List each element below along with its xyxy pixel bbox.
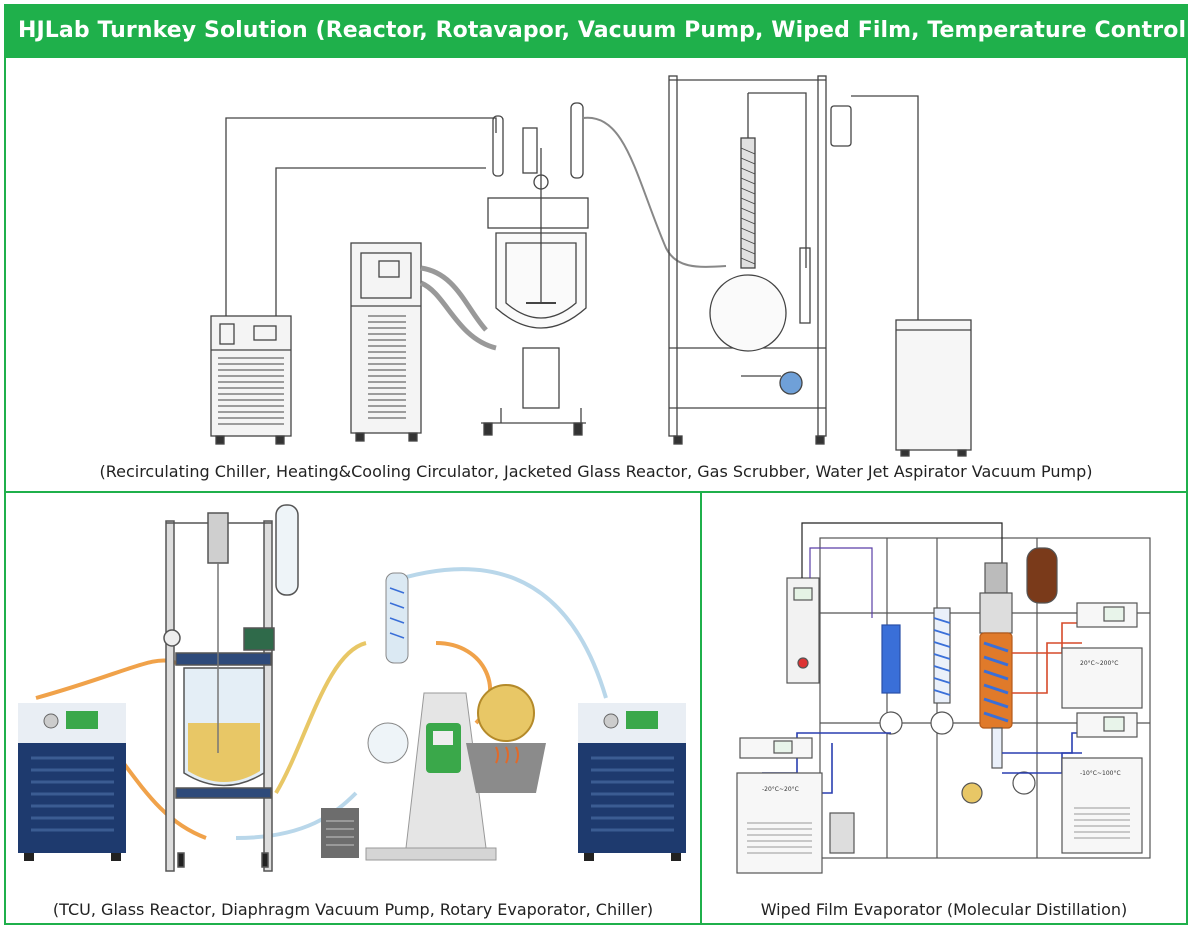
bottom-left-equipment-diagram [18,504,686,872]
water-jet-aspirator-pump [895,319,972,457]
top-panel: (Recirculating Chiller, Heating&Cooling … [6,58,1186,491]
glass-reactor [163,504,299,872]
jacketed-glass-reactor [481,102,727,436]
label-left-chiller-range: -20°C~20°C [762,786,799,793]
page-title: HJLab Turnkey Solution (Reactor, Rotavap… [18,18,1192,43]
gas-scrubber-frame [668,75,919,445]
top-equipment-diagram [210,75,972,457]
right-chiller [578,703,686,861]
wiped-film-evaporator-diagram: -20°C~20°C 20°C~200°C -10°C~100°C [736,522,1151,874]
label-lower-bath-range: -10°C~100°C [1080,770,1121,777]
top-caption: (Recirculating Chiller, Heating&Cooling … [99,462,1093,481]
rotary-evaporator [365,572,546,861]
bottom-right-panel: -20°C~20°C 20°C~200°C -10°C~100°C Wiped … [702,493,1186,925]
header-bar: HJLab Turnkey Solution (Reactor, Rotavap… [4,4,1192,58]
heating-cooling-circulator [350,242,497,442]
vertical-divider [700,493,702,925]
tcu-chiller [18,703,126,861]
horizontal-divider [4,491,1188,493]
bottom-left-caption: (TCU, Glass Reactor, Diaphragm Vacuum Pu… [52,900,654,919]
bottom-right-caption: Wiped Film Evaporator (Molecular Distill… [760,900,1128,919]
recirculating-chiller [210,315,292,445]
label-upper-bath-range: 20°C~200°C [1080,660,1119,667]
bottom-left-panel: (TCU, Glass Reactor, Diaphragm Vacuum Pu… [6,493,700,925]
diaphragm-vacuum-pump [321,808,359,858]
